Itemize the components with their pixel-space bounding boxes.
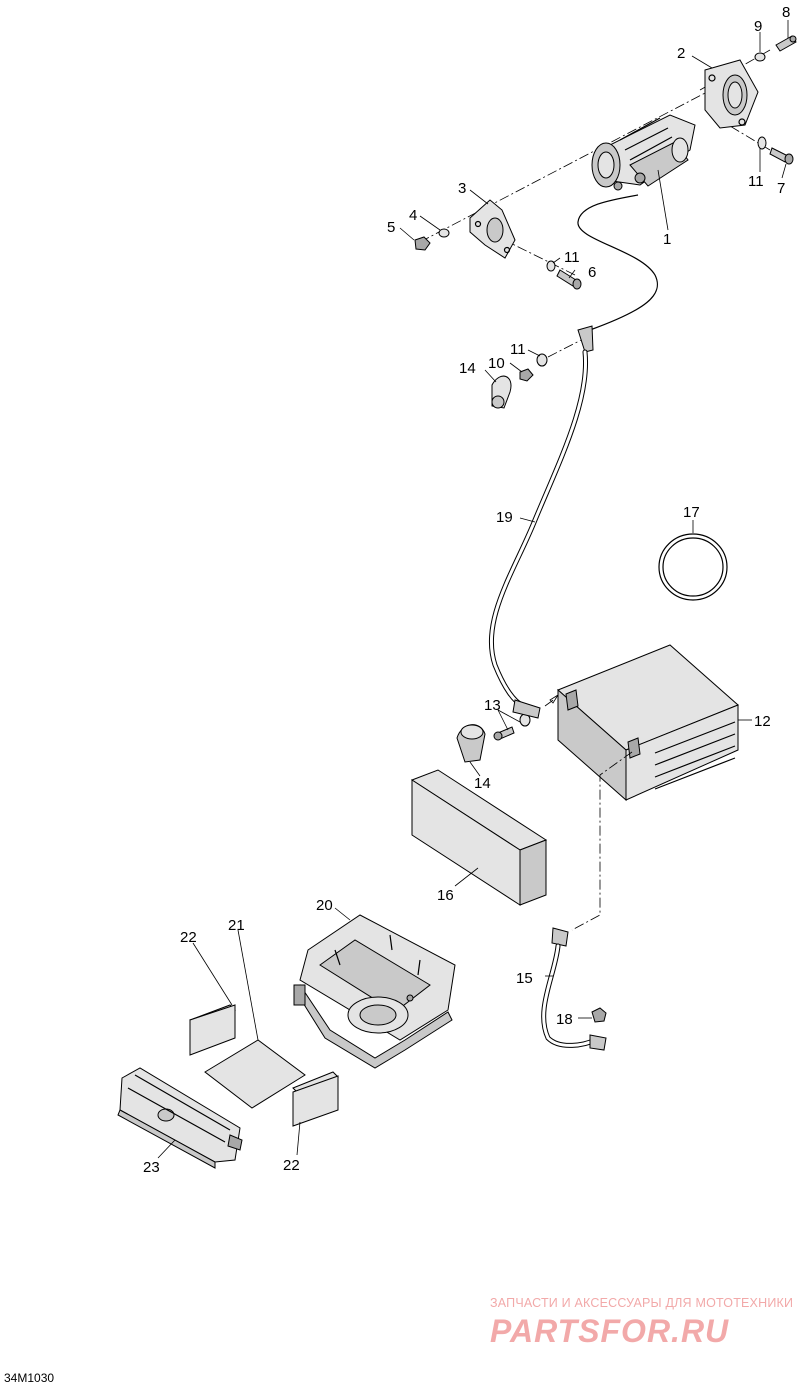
callout-11-b: 11 [564, 249, 580, 266]
negative-cable [541, 751, 633, 1051]
callout-12: 12 [754, 713, 771, 730]
callout-1: 1 [663, 231, 671, 248]
callout-18: 18 [556, 1011, 573, 1028]
starter-motor [591, 114, 696, 191]
callout-9: 9 [754, 18, 762, 35]
callout-16: 16 [437, 887, 454, 904]
watermark-tagline: ЗАПЧАСТИ И АКСЕССУАРЫ ДЛЯ МОТОТЕХНИКИ [490, 1296, 794, 1310]
adhesive-sheet [204, 1039, 306, 1109]
arrow-marker [549, 694, 559, 704]
terminal-cap-upper [491, 375, 512, 409]
callout-22-a: 22 [180, 929, 197, 946]
callout-8: 8 [782, 4, 790, 21]
battery-pad [410, 769, 548, 906]
callout-14-a: 14 [459, 360, 476, 377]
callout-2: 2 [677, 45, 685, 62]
callout-4: 4 [409, 207, 417, 224]
battery-leader [544, 697, 557, 707]
watermark-logo: PARTSFOR.RU [490, 1313, 729, 1349]
foam-pad-upper [189, 1004, 236, 1056]
callout-23: 23 [143, 1159, 160, 1176]
callout-14-b: 14 [474, 775, 491, 792]
battery [557, 644, 739, 802]
callout-21: 21 [228, 917, 245, 934]
battery-tray [293, 914, 456, 1069]
callout-17: 17 [683, 504, 700, 521]
callout-15: 15 [516, 970, 533, 987]
positive-cable [488, 349, 589, 719]
rear-bracket [704, 59, 759, 129]
callout-22-b: 22 [283, 1157, 300, 1174]
callout-19: 19 [496, 509, 513, 526]
foam-pad-lower [292, 1071, 339, 1127]
starter-cable [577, 194, 659, 353]
callouts: 1 2 3 4 5 6 7 8 9 10 11 11 11 12 13 14 1… [143, 4, 790, 1176]
callout-6: 6 [588, 264, 596, 281]
callout-10: 10 [488, 355, 505, 372]
leader-lines [157, 20, 789, 1159]
terminal-cap-lower [456, 724, 486, 763]
watermark-logo-text: PARTSFOR.RU [490, 1313, 729, 1349]
callout-20: 20 [316, 897, 333, 914]
callout-7: 7 [777, 180, 785, 197]
callout-13: 13 [484, 697, 501, 714]
callout-3: 3 [458, 180, 466, 197]
battery-cover [117, 1067, 243, 1169]
callout-11-a: 11 [748, 173, 764, 190]
drawing-code: 34M1030 [4, 1371, 55, 1385]
callout-5: 5 [387, 219, 395, 236]
o-ring [658, 533, 728, 601]
front-bracket [469, 199, 516, 259]
callout-11-c: 11 [510, 341, 526, 358]
